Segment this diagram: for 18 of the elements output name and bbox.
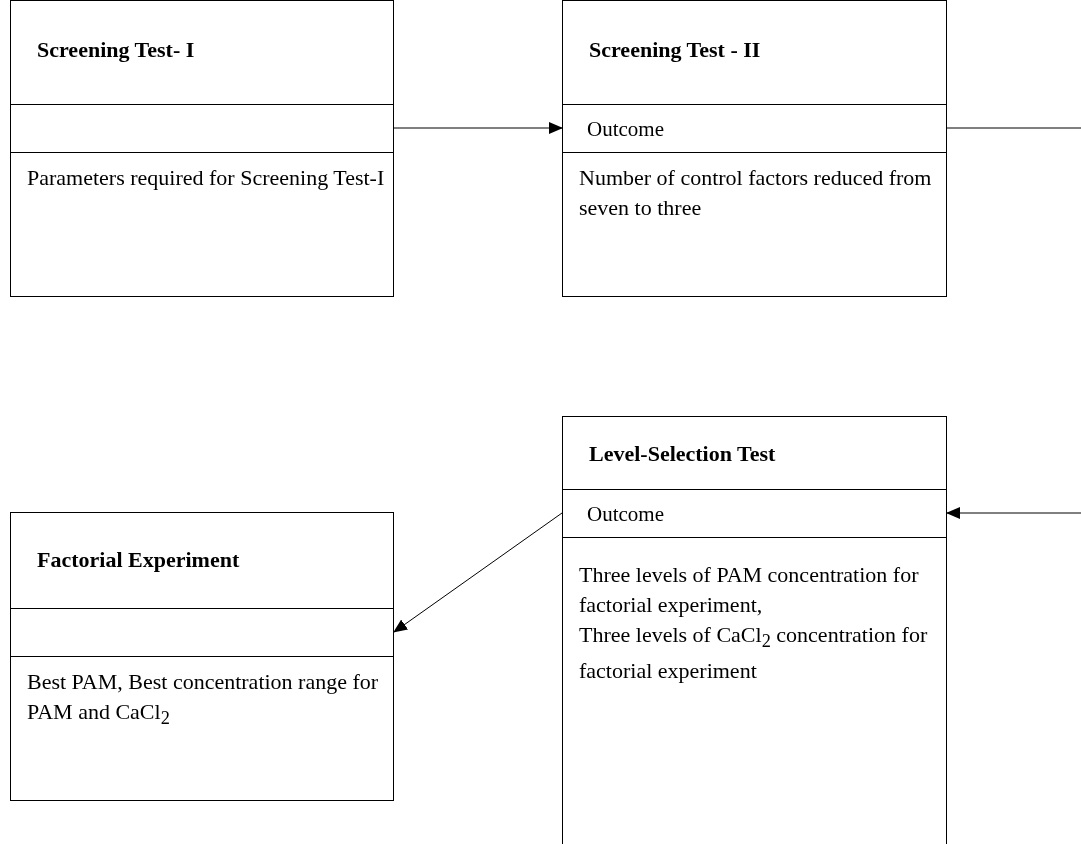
arrow bbox=[946, 507, 1081, 519]
arrow bbox=[393, 122, 563, 134]
box-title: Level-Selection Test bbox=[589, 440, 776, 468]
class-box bbox=[10, 512, 394, 801]
box-title: Screening Test - II bbox=[589, 36, 761, 64]
class-box bbox=[562, 416, 947, 844]
arrow bbox=[393, 512, 563, 633]
compartment-label: Outcome bbox=[587, 501, 664, 528]
body-text: Three levels of CaCl$_{2}$ concentration for factorial experiment bbox=[579, 621, 929, 686]
class-box bbox=[10, 0, 394, 297]
body-text: Number of control factors reduced from seven to three bbox=[579, 164, 933, 222]
box-title: Factorial Experiment bbox=[37, 546, 240, 574]
compartment-label: Outcome bbox=[587, 116, 664, 143]
connector-line bbox=[946, 127, 1081, 129]
body-text: Best PAM, Best concentration range for PAM and CaCl$_{2}$ bbox=[27, 668, 380, 731]
class-box bbox=[562, 0, 947, 297]
box-title: Screening Test- I bbox=[37, 36, 195, 64]
body-text: Parameters required for Screening Test-I bbox=[27, 164, 385, 192]
